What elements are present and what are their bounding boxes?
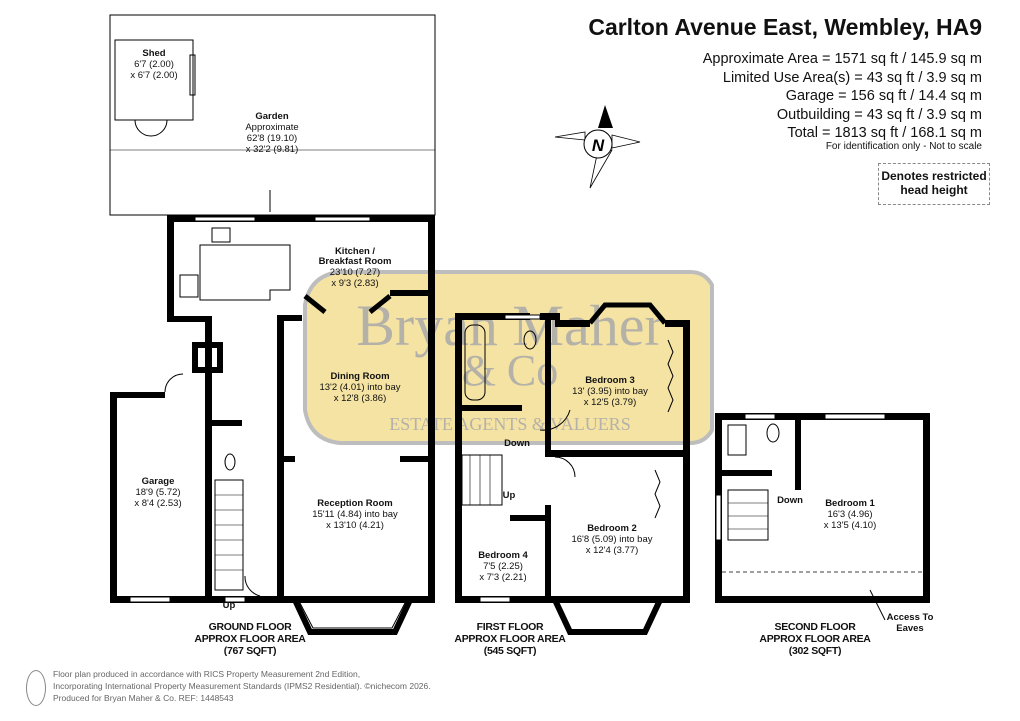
room-dims: 18'9 (5.72) bbox=[135, 487, 180, 498]
ground-floor-walls bbox=[110, 215, 435, 635]
eaves-label: Access To Eaves bbox=[887, 612, 934, 634]
eaves-label-line: Eaves bbox=[896, 623, 923, 634]
stairs-up-label: Up bbox=[503, 490, 516, 501]
svg-text:& Co: & Co bbox=[462, 346, 559, 395]
legend-line: head height bbox=[900, 183, 968, 197]
floor-label-line: (767 SQFT) bbox=[224, 645, 276, 657]
footer-line: Produced for Bryan Maher & Co. REF: 1448… bbox=[53, 693, 234, 703]
property-title: Carlton Avenue East, Wembley, HA9 bbox=[588, 14, 982, 40]
area-line: Garage = 156 sq ft / 14.4 sq m bbox=[785, 88, 982, 104]
floor-label-first: FIRST FLOOR APPROX FLOOR AREA (545 SQFT) bbox=[454, 621, 566, 657]
room-dims: x 12'5 (3.79) bbox=[584, 397, 637, 408]
room-name: Garden bbox=[255, 111, 288, 122]
floor-label-line: APPROX FLOOR AREA bbox=[759, 633, 871, 645]
area-line: Total = 1813 sq ft / 168.1 sq m bbox=[787, 125, 982, 141]
floor-label-line: (545 SQFT) bbox=[484, 645, 536, 657]
room-bedroom-2: Bedroom 2 16'8 (5.09) into bay x 12'4 (3… bbox=[571, 523, 652, 556]
room-dining: Dining Room 13'2 (4.01) into bay x 12'8 … bbox=[319, 371, 400, 404]
room-dims: 15'11 (4.84) into bay bbox=[312, 509, 398, 520]
identification-note: For identification only - Not to scale bbox=[825, 141, 982, 152]
floor-label-ground: GROUND FLOOR APPROX FLOOR AREA (767 SQFT… bbox=[194, 621, 306, 657]
room-dims: x 12'8 (3.86) bbox=[334, 393, 387, 404]
room-name: Dining Room bbox=[330, 371, 389, 382]
floor-label-second: SECOND FLOOR APPROX FLOOR AREA (302 SQFT… bbox=[759, 621, 871, 657]
eaves-label-line: Access To bbox=[887, 612, 934, 623]
legend-line: Denotes restricted bbox=[881, 169, 987, 183]
svg-text:ESTATE AGENTS & VALUERS: ESTATE AGENTS & VALUERS bbox=[389, 414, 630, 434]
stairs-down-label: Down bbox=[777, 495, 803, 506]
room-dims: Approximate bbox=[245, 122, 298, 133]
room-dims: 16'8 (5.09) into bay bbox=[571, 534, 652, 545]
watermark-logo: Bryan Maher & Co ESTATE AGENTS & VALUERS bbox=[303, 270, 714, 445]
room-dims: 7'5 (2.25) bbox=[483, 561, 523, 572]
room-name: Bedroom 2 bbox=[587, 523, 637, 534]
restricted-head-height-legend: Denotes restricted head height bbox=[878, 163, 990, 205]
room-dims: 62'8 (19.10) bbox=[247, 133, 297, 144]
area-line: Limited Use Area(s) = 43 sq ft / 3.9 sq … bbox=[722, 69, 982, 86]
room-bedroom-1: Bedroom 1 16'3 (4.96) x 13'5 (4.10) bbox=[824, 498, 877, 531]
info-person-icon bbox=[26, 670, 46, 706]
compass-label: N bbox=[592, 136, 605, 155]
floor-label-line: SECOND FLOOR bbox=[775, 621, 857, 633]
room-garden: Garden Approximate 62'8 (19.10) x 32'2 (… bbox=[245, 111, 298, 155]
room-name: Bedroom 4 bbox=[478, 550, 528, 561]
room-kitchen: Kitchen / Breakfast Room 23'10 (7.27) x … bbox=[319, 246, 392, 289]
room-dims: 16'3 (4.96) bbox=[827, 509, 872, 520]
floor-label-line: APPROX FLOOR AREA bbox=[454, 633, 566, 645]
area-line: Outbuilding = 43 sq ft / 3.9 sq m bbox=[776, 106, 982, 123]
ground-stairs bbox=[214, 479, 244, 591]
room-dims: x 12'4 (3.77) bbox=[586, 545, 639, 556]
room-name: Shed bbox=[142, 48, 165, 59]
area-line: Approximate Area = 1571 sq ft / 145.9 sq… bbox=[702, 51, 982, 67]
room-shed: Shed 6'7 (2.00) x 6'7 (2.00) bbox=[130, 48, 177, 81]
room-dims: x 13'5 (4.10) bbox=[824, 520, 877, 531]
room-bedroom-3: Bedroom 3 13' (3.95) into bay x 12'5 (3.… bbox=[572, 375, 648, 408]
room-dims: 23'10 (7.27) bbox=[330, 267, 380, 278]
room-dims: x 9'3 (2.83) bbox=[331, 278, 378, 289]
room-bedroom-4: Bedroom 4 7'5 (2.25) x 7'3 (2.21) bbox=[478, 550, 528, 583]
room-dims: x 8'4 (2.53) bbox=[134, 498, 181, 509]
footer-line: Incorporating International Property Mea… bbox=[53, 681, 431, 691]
room-name: Breakfast Room bbox=[319, 256, 392, 267]
room-garage: Garage 18'9 (5.72) x 8'4 (2.53) bbox=[134, 476, 181, 509]
room-dims: x 7'3 (2.21) bbox=[479, 572, 526, 583]
room-name: Garage bbox=[142, 476, 175, 487]
room-name: Kitchen / bbox=[335, 246, 375, 257]
room-dims: x 6'7 (2.00) bbox=[130, 70, 177, 81]
floor-label-line: APPROX FLOOR AREA bbox=[194, 633, 306, 645]
room-dims: 13'2 (4.01) into bay bbox=[319, 382, 400, 393]
second-stairs bbox=[727, 489, 769, 541]
footer-note: Floor plan produced in accordance with R… bbox=[53, 668, 431, 704]
room-reception: Reception Room 15'11 (4.84) into bay x 1… bbox=[312, 498, 398, 531]
second-floor-walls bbox=[715, 413, 930, 621]
floor-label-line: GROUND FLOOR bbox=[209, 621, 292, 633]
floor-label-line: (302 SQFT) bbox=[789, 645, 841, 657]
room-dims: x 32'2 (9.81) bbox=[246, 144, 299, 155]
footer-line: Floor plan produced in accordance with R… bbox=[53, 669, 361, 679]
room-dims: 13' (3.95) into bay bbox=[572, 386, 648, 397]
floor-label-line: FIRST FLOOR bbox=[477, 621, 544, 633]
compass-north-icon: N bbox=[554, 105, 641, 189]
stairs-down-label: Down bbox=[504, 438, 530, 449]
room-name: Reception Room bbox=[317, 498, 392, 509]
room-name: Bedroom 3 bbox=[585, 375, 635, 386]
stairs-up-label: Up bbox=[223, 600, 236, 611]
first-stairs bbox=[461, 454, 503, 506]
room-name: Bedroom 1 bbox=[825, 498, 875, 509]
room-dims: 6'7 (2.00) bbox=[134, 59, 174, 70]
first-floor-walls bbox=[455, 302, 690, 635]
room-dims: x 13'10 (4.21) bbox=[326, 520, 384, 531]
area-summary: Approximate Area = 1571 sq ft / 145.9 sq… bbox=[703, 50, 982, 143]
